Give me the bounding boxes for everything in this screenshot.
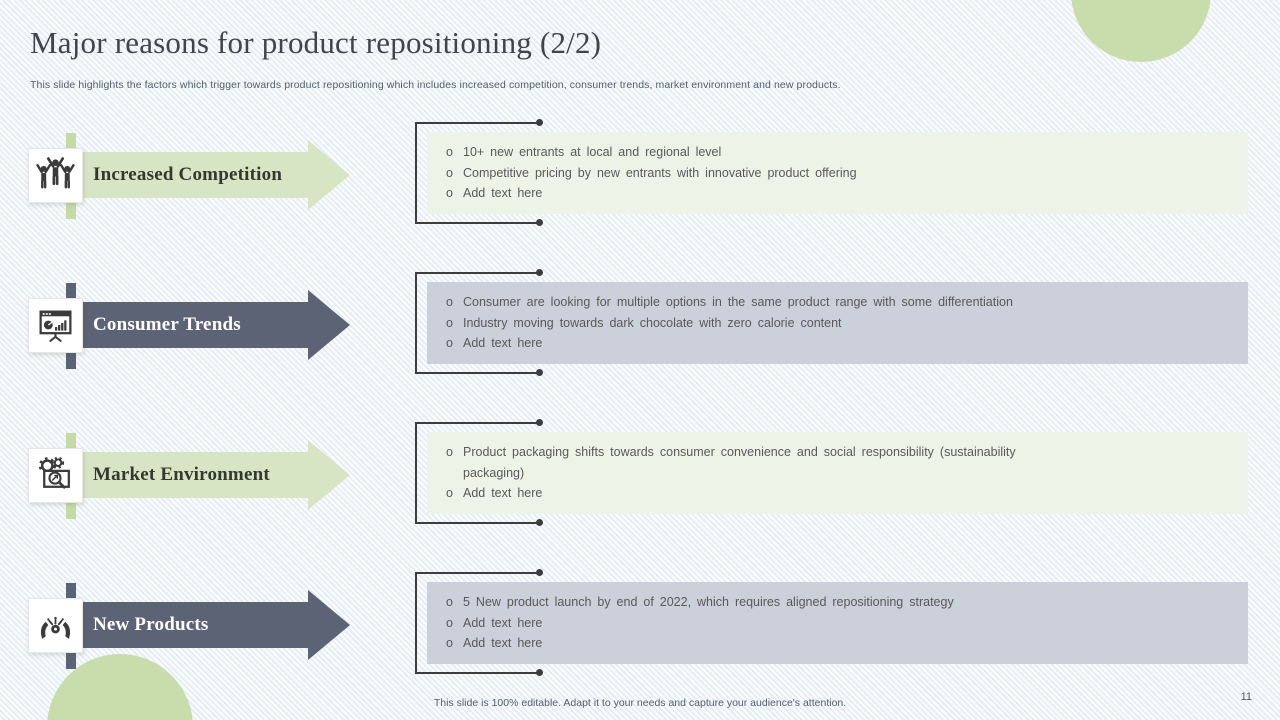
bullet-marker: o: [446, 445, 453, 460]
slide-subtitle: This slide highlights the factors which …: [30, 79, 841, 91]
bullet-marker: o: [446, 186, 453, 201]
bracket-dot: [536, 119, 543, 126]
content-box-consumer-trends: o Consumer are looking for multiple optio…: [427, 282, 1248, 364]
bullet-marker: o: [446, 615, 453, 630]
bullet-text: Add text here: [463, 615, 543, 630]
bracket-line: [415, 522, 539, 524]
bullet-item: o Add text here: [445, 183, 1238, 204]
bracket-dot: [536, 369, 543, 376]
page-title: Major reasons for product repositioning …: [30, 25, 602, 60]
content-box-market-environment: o Product packaging shifts towards consum…: [427, 432, 1248, 514]
bullet-item: o Competitive pricing by new entrants wit…: [445, 163, 1238, 184]
bracket-line: [415, 272, 417, 374]
bullet-marker: o: [446, 636, 453, 651]
competition-people-icon: [36, 157, 75, 189]
arrow-shape: [76, 440, 350, 510]
bracket-line: [415, 272, 539, 274]
bullet-list: o 5 New product launch by end of 2022, wh…: [445, 592, 1238, 654]
bullet-text: 5 New product launch by end of 2022, whi…: [463, 595, 954, 610]
page-number: 11: [1240, 691, 1252, 703]
bracket-dot: [536, 269, 543, 276]
bullet-text: Add text here: [463, 186, 543, 201]
bracket-line: [415, 422, 539, 424]
editable-note: This slide is 100% editable. Adapt it to…: [433, 697, 847, 709]
icon-card: [28, 598, 83, 653]
bullet-text: Add text here: [463, 336, 543, 351]
bracket-line: [415, 122, 539, 124]
bullet-marker: o: [446, 315, 453, 330]
bracket-dot: [536, 219, 543, 226]
hands-product-icon: [40, 616, 71, 639]
bullet-list: o 10+ new entrants at local and regional …: [445, 142, 1238, 204]
bullet-text: 10+ new entrants at local and regional l…: [463, 145, 722, 160]
icon-card: [28, 298, 83, 353]
bracket-dot: [536, 669, 543, 676]
bullet-text: Consumer are looking for multiple option…: [463, 295, 1013, 310]
bullet-marker: o: [446, 165, 453, 180]
bullet-list: o Product packaging shifts towards consum…: [445, 442, 1238, 504]
bullet-item: o Add text here: [445, 633, 1238, 654]
bullet-marker: o: [446, 295, 453, 310]
bullet-marker: o: [446, 595, 453, 610]
bullet-item: o Add text here: [445, 613, 1238, 634]
bracket-line: [415, 672, 539, 674]
bullet-item: o Add text here: [445, 483, 1238, 504]
bullet-item: o 5 New product launch by end of 2022, wh…: [445, 592, 1238, 613]
bracket-dot: [536, 419, 543, 426]
bullet-marker: o: [446, 336, 453, 351]
bracket-dot: [536, 569, 543, 576]
row-label-new-products: New Products: [93, 614, 209, 635]
row-label-market-environment: Market Environment: [93, 464, 270, 485]
bullet-text: Add text here: [463, 636, 543, 651]
row-label-increased-competition: Increased Competition: [93, 164, 283, 185]
bullet-item: o 10+ new entrants at local and regional …: [445, 142, 1238, 163]
arrow-shape: [76, 590, 350, 660]
bracket-line: [415, 222, 539, 224]
bracket-line: [415, 422, 417, 524]
bullet-item: o Product packaging shifts towards consum…: [445, 442, 1045, 483]
bullet-text: Competitive pricing by new entrants with…: [463, 165, 857, 180]
arrow-shape: [76, 290, 350, 360]
bullet-text: Product packaging shifts towards consume…: [463, 445, 1016, 480]
bullet-text: Add text here: [463, 486, 543, 501]
bullet-text: Industry moving towards dark chocolate w…: [463, 315, 842, 330]
bullet-item: o Consumer are looking for multiple optio…: [445, 292, 1238, 313]
row-label-consumer-trends: Consumer Trends: [93, 314, 241, 335]
icon-card: [28, 148, 83, 203]
decorative-circle-top-right: [1071, 0, 1211, 62]
bracket-line: [415, 122, 417, 224]
bullet-marker: o: [446, 486, 453, 501]
presentation-chart-icon: [39, 310, 72, 342]
bracket-line: [415, 572, 417, 674]
content-box-new-products: o 5 New product launch by end of 2022, wh…: [427, 582, 1248, 664]
gears-analysis-icon: [38, 456, 70, 489]
arrow-shape: [76, 140, 350, 210]
icon-card: [28, 448, 83, 503]
bullet-item: o Industry moving towards dark chocolate …: [445, 313, 1238, 334]
bullet-list: o Consumer are looking for multiple optio…: [445, 292, 1238, 354]
bracket-dot: [536, 519, 543, 526]
bullet-marker: o: [446, 145, 453, 160]
bullet-item: o Add text here: [445, 333, 1238, 354]
bracket-line: [415, 572, 539, 574]
content-box-increased-competition: o 10+ new entrants at local and regional …: [427, 132, 1248, 214]
bracket-line: [415, 372, 539, 374]
